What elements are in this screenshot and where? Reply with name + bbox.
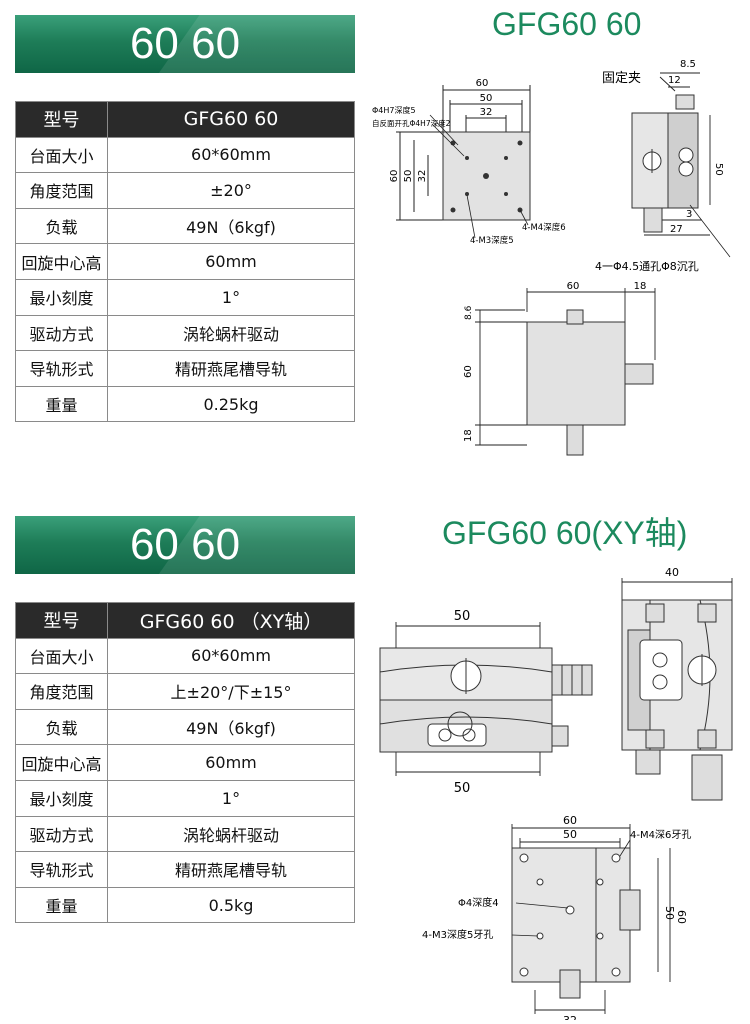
dim-label: 8.5	[680, 59, 696, 70]
spec-value: 1°	[107, 278, 355, 316]
dim-label: 50	[663, 906, 676, 920]
table-row: 角度范围上±20°/下±15°	[15, 673, 355, 710]
header-value: GFG60 60	[107, 101, 355, 138]
table-row: 导轨形式精研燕尾槽导轨	[15, 851, 355, 888]
spec-label: 重量	[15, 886, 108, 924]
section2-plan-view-drawing: 60 50 32 60 50 4-M4深6牙孔 Φ4深度4 4-M3深度5牙孔	[422, 814, 691, 1020]
dim-label: 32	[417, 170, 428, 183]
note-label: Φ4H7深度5	[372, 105, 416, 115]
note-label: Φ4深度4	[458, 896, 499, 909]
spec-value: 1°	[107, 779, 355, 817]
spec-label: 最小刻度	[15, 779, 108, 817]
section2-front-view-drawing: 50 50	[379, 609, 593, 796]
section1-banner: 60 60	[15, 15, 355, 73]
fix-clip-label: 固定夹	[602, 71, 641, 86]
table-header: 型号 GFG60 60 （XY轴）	[15, 602, 355, 639]
dim-label: 50	[403, 170, 414, 183]
dim-label: 60	[567, 281, 580, 292]
note-label: 4-M3深度5	[470, 235, 514, 246]
spec-label: 负载	[15, 708, 108, 746]
spec-label: 角度范围	[15, 172, 108, 209]
dim-label: 3	[686, 209, 692, 220]
table-header: 型号 GFG60 60	[15, 101, 355, 138]
spec-label: 导轨形式	[15, 350, 108, 387]
table-row: 导轨形式精研燕尾槽导轨	[15, 350, 355, 387]
spec-label: 驱动方式	[15, 815, 108, 853]
spec-label: 导轨形式	[15, 851, 108, 888]
table-row: 角度范围±20°	[15, 172, 355, 209]
table-row: 驱动方式涡轮蜗杆驱动	[15, 314, 355, 352]
section1-side-view-drawing: 固定夹 8.5 12 50 3 27 4一Φ4.5通孔Φ8沉孔	[595, 59, 731, 273]
spec-value: 0.5kg	[107, 886, 355, 924]
section1-model-title: GFG60 60	[492, 6, 642, 42]
dim-label: 60	[563, 814, 577, 827]
spec-value: 精研燕尾槽导轨	[107, 851, 355, 888]
spec-label: 台面大小	[15, 637, 108, 675]
spec-value: 涡轮蜗杆驱动	[107, 314, 355, 352]
section2-banner: 60 60	[15, 516, 355, 574]
dim-label: 50	[454, 781, 471, 796]
dim-label: 32	[563, 1014, 577, 1020]
dim-label: 50	[480, 93, 493, 104]
spec-value: 60mm	[107, 243, 355, 280]
note-label: 4-M4深6牙孔	[630, 829, 691, 841]
dim-label: 50	[563, 828, 577, 841]
spec-value: 60*60mm	[107, 637, 355, 675]
spec-label: 驱动方式	[15, 314, 108, 352]
spec-label: 最小刻度	[15, 278, 108, 316]
note-label: 4-M3深度5牙孔	[422, 928, 493, 941]
note-label: 4一Φ4.5通孔Φ8沉孔	[595, 260, 699, 273]
spec-value: 49N（6kgf)	[107, 207, 355, 245]
spec-label: 回旋中心高	[15, 744, 108, 781]
spec-label: 回旋中心高	[15, 243, 108, 280]
dim-label: 27	[670, 224, 683, 235]
spec-label: 负载	[15, 207, 108, 245]
dim-label: 60	[389, 170, 400, 183]
spec-label: 台面大小	[15, 136, 108, 174]
dim-label: 32	[480, 107, 493, 118]
table-row: 驱动方式涡轮蜗杆驱动	[15, 815, 355, 853]
dim-label: 12	[668, 75, 681, 86]
dim-label: 60	[476, 78, 489, 89]
dim-label: 60	[675, 910, 688, 924]
header-label: 型号	[15, 101, 108, 138]
spec-value: 涡轮蜗杆驱动	[107, 815, 355, 853]
dim-label: 50	[713, 163, 724, 176]
spec-value: 上±20°/下±15°	[107, 673, 355, 710]
dim-label: 18	[463, 429, 474, 442]
spec-value: 0.25kg	[107, 385, 355, 423]
dim-label: 50	[454, 609, 471, 624]
dim-label: 18	[634, 281, 647, 292]
note-label: 4-M4深度6	[522, 222, 566, 233]
spec-value: 60*60mm	[107, 136, 355, 174]
section1-top-view-drawing: 60 50 32 60 50 32 Φ4H7深度5 自反面开孔Φ4H7深度2 4…	[372, 78, 566, 246]
section1-front-view-drawing: 60 18 8.6 60 18	[463, 281, 656, 456]
spec-label: 重量	[15, 385, 108, 423]
spec-value: ±20°	[107, 172, 355, 209]
section2-side-view-drawing: 40	[621, 566, 733, 801]
section2-model-title: GFG60 60(XY轴)	[442, 515, 688, 551]
spec-label: 角度范围	[15, 673, 108, 710]
spec-value: 精研燕尾槽导轨	[107, 350, 355, 387]
header-label: 型号	[15, 602, 108, 639]
note-label: 自反面开孔Φ4H7深度2	[372, 118, 451, 128]
header-value: GFG60 60 （XY轴）	[107, 602, 355, 639]
dim-label: 8.6	[464, 305, 474, 320]
spec-value: 60mm	[107, 744, 355, 781]
spec-value: 49N（6kgf)	[107, 708, 355, 746]
dim-label: 40	[665, 566, 679, 579]
dim-label: 60	[463, 365, 474, 378]
